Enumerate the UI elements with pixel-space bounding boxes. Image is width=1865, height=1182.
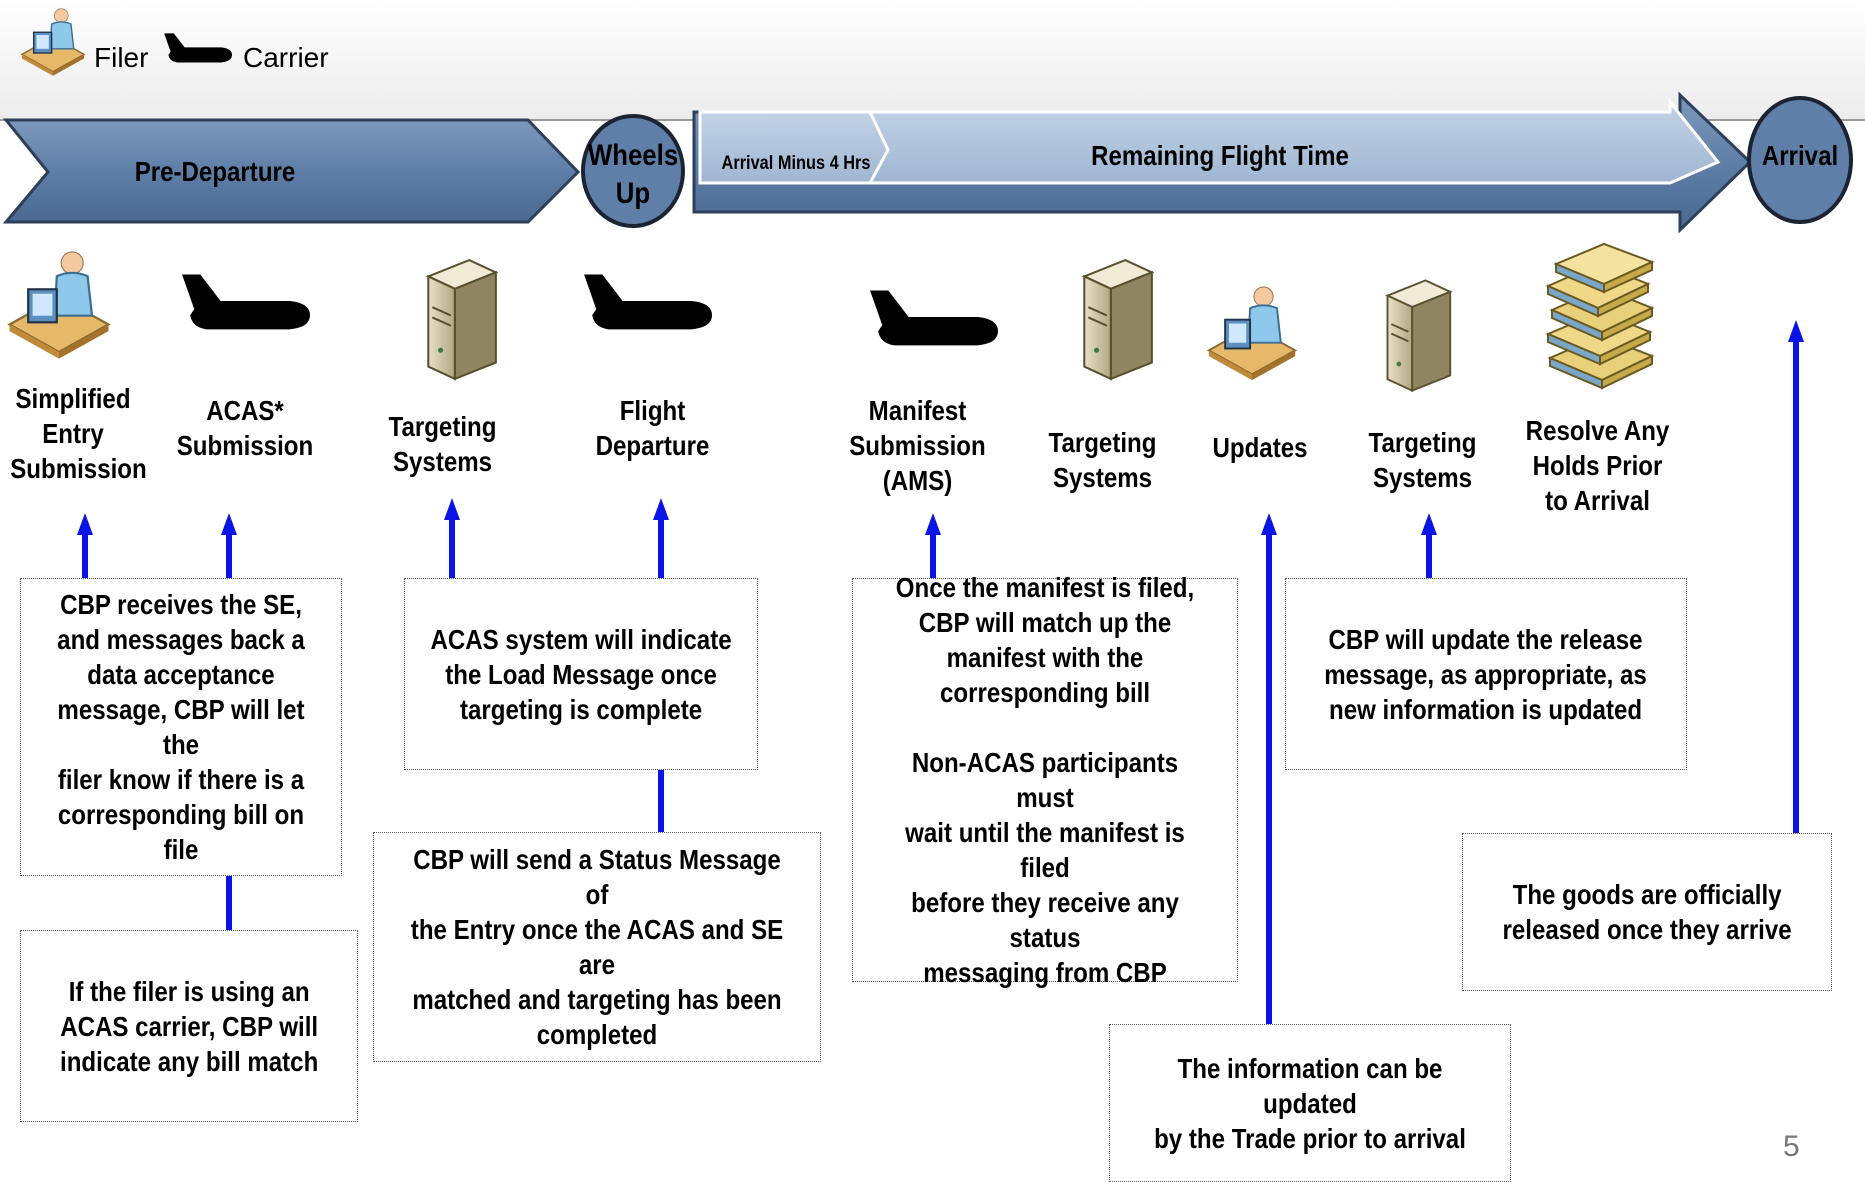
note-text: CBP receives the SE, and messages back a… [57,589,305,865]
legend-filer-label: Filer [94,42,149,73]
note-text: CBP will update the release message, as … [1324,623,1648,725]
arrival-circle [1747,96,1853,224]
arrival-label: Arrival [1761,140,1839,171]
note-text: CBP will send a Status Message of the En… [410,844,784,1050]
note-text: Once the manifest is filed, CBP will mat… [895,572,1195,988]
step-label-targeting-2: Targeting Systems [1048,427,1157,493]
server-icon [1081,258,1155,381]
server-icon [425,258,499,381]
connector-arrowhead [653,498,669,520]
connectors [77,320,1804,1024]
remaining-flight-label: Remaining Flight Time [1091,140,1349,171]
connector-arrowhead [444,498,460,520]
connector-arrowhead [1421,513,1437,535]
connector-arrowhead [925,513,941,535]
airplane-icon [870,290,998,346]
wheels-up-circle [581,114,685,228]
note-box: The information can be updated by the Tr… [1109,1024,1511,1182]
connector-arrowhead [1261,513,1277,535]
airplane-icon [182,274,310,330]
note-box: CBP receives the SE, and messages back a… [20,578,342,876]
step-label-targeting-1: Targeting Systems [388,411,497,477]
note-text: The information can be updated by the Tr… [1154,1052,1466,1154]
header-band [0,0,1865,120]
step-label-resolve-holds: Resolve Any Holds Prior to Arrival [1525,415,1670,516]
connector-arrowhead [77,513,93,535]
note-box: CBP will update the release message, as … [1285,578,1687,770]
step-label-manifest-submission: Manifest Submission (AMS) [849,395,986,496]
page-number: 5 [1783,1130,1800,1163]
note-text: The goods are officially released once t… [1502,879,1792,945]
books-icon [1545,242,1655,390]
server-icon [1385,279,1453,393]
note-box: If the filer is using an ACAS carrier, C… [20,930,358,1122]
wheels-up-label-line1: Wheels [587,139,679,172]
step-label-simplified-entry: Simplified Entry Submission [10,383,147,484]
wheels-up-label-line2: Up [615,177,651,210]
pre-departure-arrow [2,118,581,224]
airplane-icon [584,274,712,330]
note-box: Once the manifest is filed, CBP will mat… [852,572,1238,988]
step-label-targeting-3: Targeting Systems [1368,427,1477,493]
filer-icon [1206,286,1298,381]
step-label-flight-departure: Flight Departure [595,395,710,461]
connector-arrowhead [221,513,237,535]
note-text: ACAS system will indicate the Load Messa… [430,623,732,725]
note-box: The goods are officially released once t… [1462,833,1832,991]
note-box: CBP will send a Status Message of the En… [373,832,821,1062]
step-label-updates: Updates [1212,432,1308,463]
pre-departure-label: Pre-Departure [134,156,296,187]
filer-icon [20,8,86,76]
filer-icon [7,251,111,359]
legend-carrier-label: Carrier [243,42,329,73]
airplane-icon [164,33,232,63]
step-label-acas-submission: ACAS* Submission [176,395,314,461]
connector-arrowhead [1788,320,1804,342]
arrival-minus-chevron [698,110,890,185]
note-text: If the filer is using an ACAS carrier, C… [59,975,319,1077]
note-box: ACAS system will indicate the Load Messa… [404,578,758,770]
arrival-minus-label: Arrival Minus 4 Hrs [721,153,871,174]
